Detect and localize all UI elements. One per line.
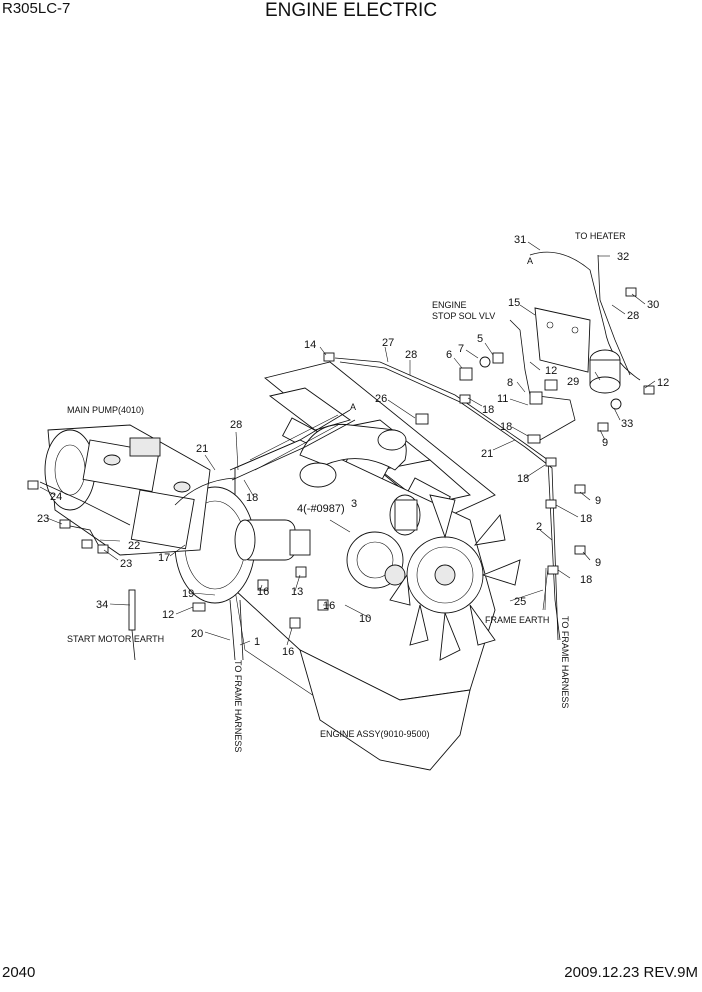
callout-18-a: 18 bbox=[482, 404, 494, 416]
callout-2: 2 bbox=[536, 521, 542, 533]
callout-11: 11 bbox=[497, 393, 508, 405]
callout-7: 7 bbox=[458, 343, 464, 355]
callout-28-mid: 28 bbox=[405, 349, 417, 361]
revision-date: 2009.12.23 REV.9M bbox=[564, 964, 698, 981]
callout-9-c: 9 bbox=[595, 557, 601, 569]
callout-9-b: 9 bbox=[595, 495, 601, 507]
callout-19: 19 bbox=[182, 588, 194, 600]
callout-16-c: 16 bbox=[282, 646, 294, 658]
callout-12-right: 12 bbox=[657, 377, 669, 389]
callout-28-left: 28 bbox=[230, 419, 242, 431]
callout-34: 34 bbox=[96, 599, 108, 611]
callout-18-b: 18 bbox=[500, 421, 512, 433]
callout-16-a: 16 bbox=[257, 586, 269, 598]
leader-lines bbox=[39, 241, 656, 646]
callout-18-c: 18 bbox=[517, 473, 529, 485]
annotation-labels: TO HEATER ENGINE STOP SOL VLV MAIN PUMP(… bbox=[67, 231, 626, 752]
connector-a-right-label: A bbox=[350, 402, 356, 412]
callout-23-right: 23 bbox=[120, 558, 132, 570]
callout-13: 13 bbox=[291, 586, 303, 598]
callout-17: 17 bbox=[158, 552, 170, 564]
callout-23-left: 23 bbox=[37, 513, 49, 525]
stop-sol-vlv-label: STOP SOL VLV bbox=[432, 311, 495, 321]
callout-16-b: 16 bbox=[323, 600, 335, 612]
callout-3: 3 bbox=[351, 498, 357, 510]
wiring-harness bbox=[39, 251, 641, 661]
callout-6: 6 bbox=[446, 349, 452, 361]
to-frame-harness-left-label: TO FRAME HARNESS bbox=[233, 660, 243, 752]
callout-14: 14 bbox=[304, 339, 316, 351]
callout-28-upper: 28 bbox=[627, 310, 639, 322]
to-frame-harness-right-label: TO FRAME HARNESS bbox=[560, 616, 570, 708]
callout-21-left: 21 bbox=[196, 443, 208, 455]
callout-numbers: 31 32 30 28 15 5 6 7 12 29 12 33 14 27 2… bbox=[37, 234, 669, 658]
start-motor-earth-label: START MOTOR EARTH bbox=[67, 634, 164, 644]
callout-4: 4(-#0987) bbox=[297, 503, 345, 515]
callout-18-d: 18 bbox=[580, 513, 592, 525]
callout-22: 22 bbox=[128, 540, 140, 552]
to-heater-label: TO HEATER bbox=[575, 231, 626, 241]
callout-10: 10 bbox=[359, 613, 371, 625]
callout-33: 33 bbox=[621, 418, 633, 430]
callout-24: 24 bbox=[50, 491, 62, 503]
callout-29: 29 bbox=[567, 376, 579, 388]
main-pump-drawing bbox=[44, 424, 211, 556]
callout-20: 20 bbox=[191, 628, 203, 640]
frame-earth-label: FRAME EARTH bbox=[485, 615, 549, 625]
model-number: R305LC-7 bbox=[2, 0, 71, 17]
engine-assy-label: ENGINE ASSY(9010-9500) bbox=[320, 729, 430, 739]
page-number: 2040 bbox=[2, 964, 36, 981]
callout-26: 26 bbox=[375, 393, 387, 405]
engine-label: ENGINE bbox=[432, 300, 467, 310]
callout-31: 31 bbox=[514, 234, 526, 246]
callout-25: 25 bbox=[514, 596, 526, 608]
callout-30: 30 bbox=[647, 299, 659, 311]
callout-12-upper: 12 bbox=[545, 365, 557, 377]
callout-18-left: 18 bbox=[246, 492, 258, 504]
callout-9-a: 9 bbox=[602, 437, 608, 449]
callout-1: 1 bbox=[254, 636, 260, 648]
main-pump-label: MAIN PUMP(4010) bbox=[67, 405, 144, 415]
callout-18-e: 18 bbox=[580, 574, 592, 586]
callout-27: 27 bbox=[382, 337, 394, 349]
engine-assembly-drawing bbox=[174, 361, 521, 771]
page-title: ENGINE ELECTRIC bbox=[264, 0, 438, 21]
connector-a-top-label: A bbox=[527, 256, 533, 266]
callout-21-right: 21 bbox=[481, 448, 493, 460]
callout-15: 15 bbox=[508, 297, 520, 309]
callout-5: 5 bbox=[477, 333, 483, 345]
callout-8: 8 bbox=[507, 377, 513, 389]
callout-32: 32 bbox=[617, 251, 629, 263]
small-components bbox=[27, 287, 655, 631]
callout-12-left: 12 bbox=[162, 609, 174, 621]
